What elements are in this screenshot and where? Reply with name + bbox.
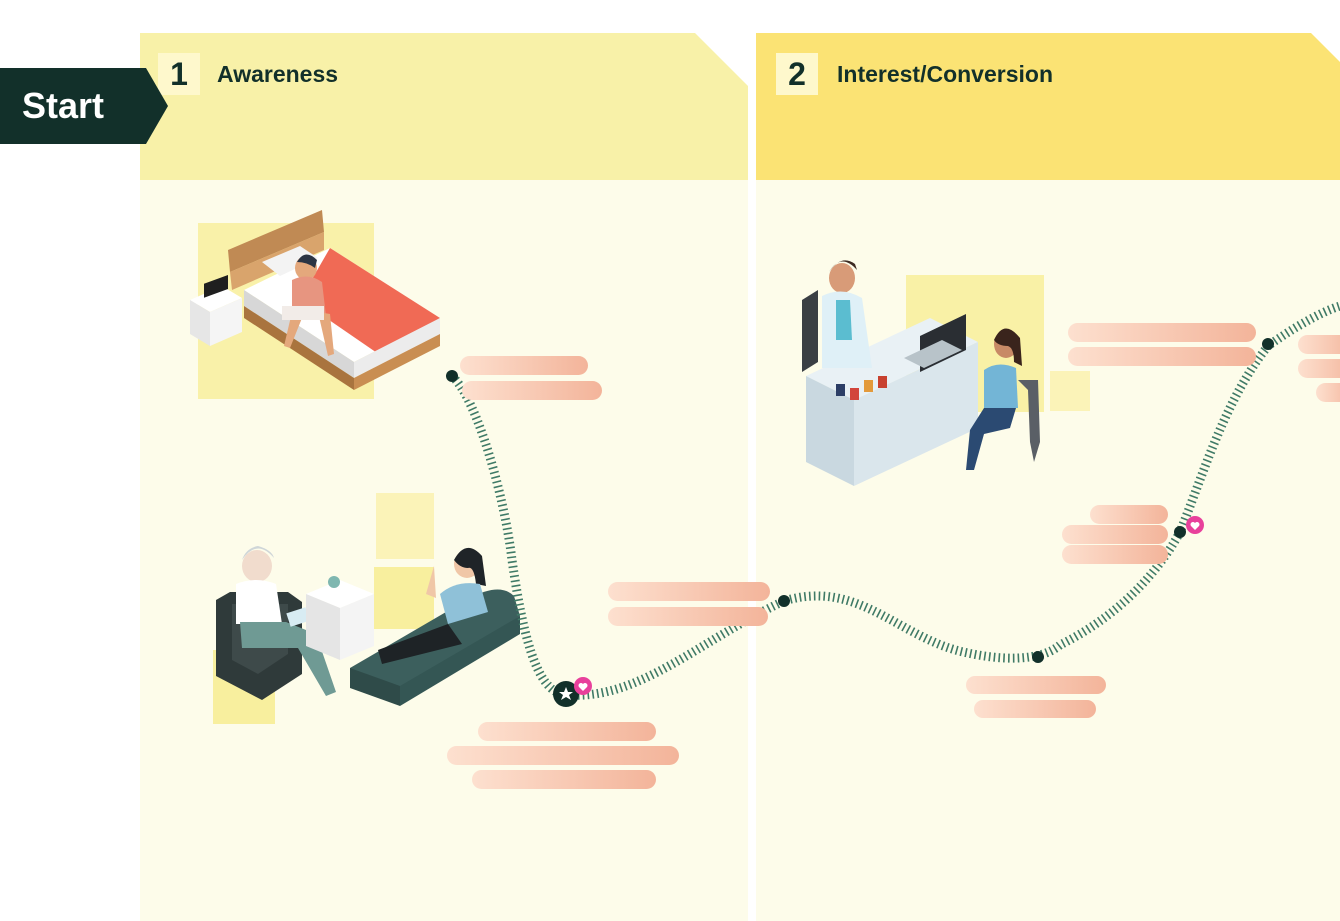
journey-node [446, 370, 458, 382]
stage-2-number: 2 [776, 53, 818, 95]
journey-node [1032, 651, 1044, 663]
note-placeholder [608, 582, 770, 626]
doctor-consultation-illustration [802, 260, 1090, 486]
stage-2-header: 2 Interest/Conversion [756, 33, 1340, 180]
journey-node [778, 595, 790, 607]
note-placeholder [1298, 335, 1340, 402]
journey-path [448, 301, 1340, 700]
stage-divider [748, 180, 756, 921]
note-placeholder [460, 356, 602, 400]
note-placeholder [966, 676, 1106, 718]
note-placeholder [1068, 323, 1256, 366]
stage-1-number: 1 [158, 53, 200, 95]
note-placeholder [447, 722, 679, 789]
stage-1-title: Awareness [217, 61, 339, 87]
start-label: Start [0, 68, 168, 144]
heart-icon [1186, 516, 1204, 534]
person-in-bed-illustration [190, 210, 440, 399]
heart-icon [574, 677, 592, 695]
journey-node [1262, 338, 1274, 350]
star-icon [553, 681, 579, 707]
journey-node [1174, 526, 1186, 538]
stage-2-title: Interest/Conversion [837, 61, 1053, 87]
stage-1-header: 1 Awareness [140, 33, 748, 180]
note-placeholder [1062, 505, 1168, 564]
therapy-session-illustration [213, 493, 520, 724]
